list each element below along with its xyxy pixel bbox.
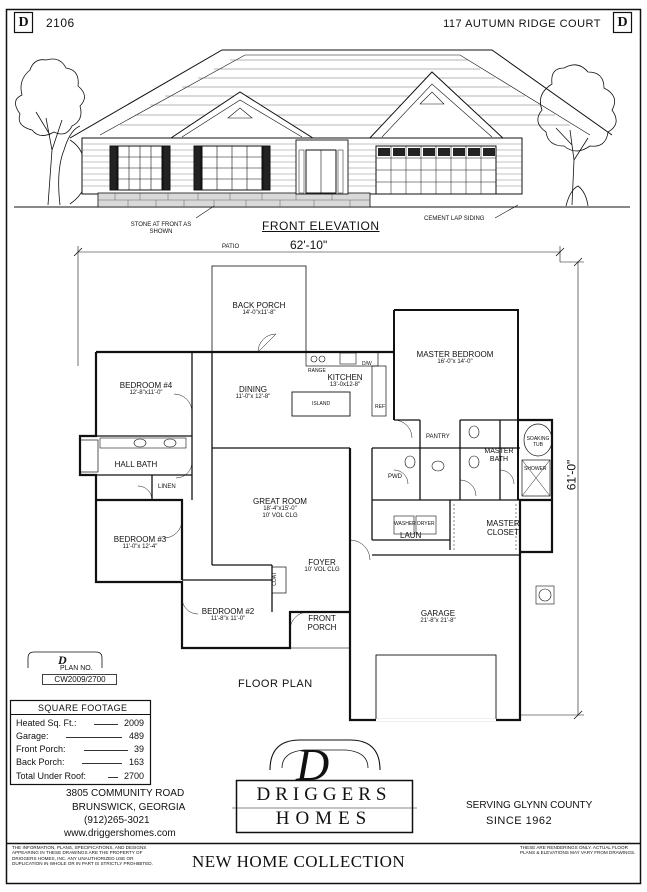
washer-dryer-label: WASHER DRYER	[394, 521, 435, 527]
room-great-room: GREAT ROOM 18'-4"x15'-0" 10' VOL CLG	[230, 497, 330, 520]
disclaimer-right: THESE ARE RENDERINGS ONLY. ACTUAL FLOOR …	[520, 845, 636, 856]
ref-label: REF	[375, 404, 385, 410]
brand-name: DRIGGERS	[256, 784, 392, 805]
dw-label: D/W	[362, 361, 372, 367]
room-back-porch-name: BACK PORCH	[232, 301, 286, 310]
room-great-room-dim: 18'-4"x15'-0"	[263, 506, 297, 512]
brand-monogram: D	[296, 739, 330, 790]
room-dining-dim: 11'-0"x 12'-8"	[235, 394, 271, 400]
room-front-porch: FRONT PORCH	[307, 614, 337, 632]
plan-badge-label: PLAN NO.	[60, 665, 93, 672]
since-year: SINCE 1962	[486, 815, 553, 827]
shower-label: SHOWER	[524, 466, 547, 472]
room-kitchen-dim: 13'-0x12-8"	[329, 382, 361, 388]
width-dimension: 62'-10"	[290, 238, 328, 252]
room-master-bedroom-name: MASTER BEDROOM	[416, 350, 494, 359]
plan-badge-logo: D	[58, 653, 67, 667]
room-bedroom4: BEDROOM #4 12'-8"x11'-0"	[104, 381, 188, 397]
sqft-value: 489	[128, 731, 144, 741]
serving-county: SERVING GLYNN COUNTY	[466, 800, 593, 811]
property-address: 117 AUTUMN RIDGE COURT	[443, 18, 601, 30]
collection-title: NEW HOME COLLECTION	[192, 852, 406, 871]
room-master-bedroom: MASTER BEDROOM 16'-0"x 14'-0"	[416, 350, 494, 366]
room-bedroom4-dim: 12'-8"x11'-0"	[129, 390, 163, 396]
room-foyer-clg: 10' VOL CLG	[304, 567, 340, 573]
sqft-label: Garage:	[16, 731, 49, 741]
room-bedroom3: BEDROOM #3 11'-0"x 12'-4"	[102, 535, 178, 551]
disclaimer-left: THE INFORMATION, PLANS, SPECIFICATIONS, …	[12, 845, 153, 867]
front-elevation-drawing	[14, 49, 630, 219]
sqft-row-front-porch: Front Porch: 39	[16, 744, 144, 755]
sqft-row-total: Total Under Roof: 2700	[16, 771, 144, 782]
room-bedroom3-dim: 11'-0"x 12'-4"	[122, 544, 158, 550]
room-back-porch-dim: 14'-0"x11'-8"	[242, 310, 276, 316]
depth-dimension: 61'-0"	[564, 459, 579, 491]
room-great-room-clg: 10' VOL CLG	[262, 513, 298, 519]
room-kitchen-name: KITCHEN	[327, 373, 363, 382]
room-pantry: PANTRY	[426, 434, 450, 440]
sqft-value: 2009	[123, 718, 144, 728]
sqft-label: Heated Sq. Ft.:	[16, 718, 77, 728]
room-pwd: PWD	[388, 474, 402, 480]
logo-letter-right: D	[617, 15, 628, 30]
elevation-title: FRONT ELEVATION	[262, 219, 380, 233]
room-soaking-tub: SOAKING TUB	[526, 436, 550, 448]
range-label: RANGE	[308, 368, 326, 374]
plan-badge-code: CW2009/2700	[54, 675, 106, 684]
sqft-row-heated: Heated Sq. Ft.: 2009	[16, 718, 144, 729]
room-master-bedroom-dim: 16'-0"x 14'-0"	[437, 359, 473, 365]
logo-letter-left: D	[18, 15, 29, 30]
company-address-line1: 3805 COMMUNITY ROAD	[66, 788, 185, 799]
square-footage-title: SQUARE FOOTAGE	[38, 703, 128, 713]
sqft-value: 163	[128, 757, 144, 767]
room-foyer-name: FOYER	[308, 558, 336, 567]
sqft-value: 39	[133, 744, 144, 754]
room-garage-dim: 21'-8"x 21'-8"	[420, 618, 456, 624]
company-phone: (912)265-3021	[84, 815, 150, 826]
sqft-label: Total Under Roof:	[16, 771, 87, 781]
floor-plan-drawing	[73, 246, 584, 722]
note-stone: STONE AT FRONT AS SHOWN	[130, 222, 192, 235]
sqft-row-back-porch: Back Porch: 163	[16, 757, 144, 768]
company-address-line2: BRUNSWICK, GEORGIA	[72, 802, 186, 813]
room-linen: LINEN	[158, 484, 176, 490]
room-garage-name: GARAGE	[420, 609, 456, 618]
room-bedroom2: BEDROOM #2 11'-8"x 11'-0"	[190, 607, 266, 623]
room-back-porch: BACK PORCH 14'-0"x11'-8"	[218, 301, 300, 317]
coat-label: COAT	[271, 572, 278, 586]
room-dining-name: DINING	[239, 385, 267, 394]
sqft-value: 2700	[123, 771, 144, 781]
room-bedroom2-dim: 11'-8"x 11'-0"	[210, 616, 246, 622]
room-kitchen: KITCHEN 13'-0x12-8"	[314, 373, 376, 389]
room-bedroom3-name: BEDROOM #3	[113, 535, 167, 544]
logo-mark-right: D	[613, 12, 632, 33]
sqft-label: Front Porch:	[16, 744, 66, 754]
sqft-row-garage: Garage: 489	[16, 731, 144, 742]
note-siding: CEMENT LAP SIDING	[424, 216, 485, 222]
room-master-bath: MASTER BATH	[484, 448, 514, 463]
floor-plan-title: FLOOR PLAN	[238, 678, 313, 690]
room-laundry: LAUN	[400, 531, 422, 540]
room-bedroom4-name: BEDROOM #4	[119, 381, 173, 390]
room-hall-bath: HALL BATH	[114, 460, 158, 469]
room-garage: GARAGE 21'-8"x 21'-8"	[400, 609, 476, 625]
patio-label: PATIO	[222, 244, 240, 250]
island-label: ISLAND	[312, 401, 331, 407]
room-great-room-name: GREAT ROOM	[253, 497, 307, 506]
room-foyer: FOYER 10' VOL CLG	[292, 558, 352, 574]
room-bedroom2-name: BEDROOM #2	[201, 607, 255, 616]
sqft-label: Back Porch:	[16, 757, 65, 767]
logo-mark-left: D	[14, 12, 33, 33]
room-dining: DINING 11'-0"x 12'-8"	[218, 385, 288, 401]
room-master-closet: MASTER CLOSET	[486, 519, 520, 537]
plan-number: 2106	[46, 16, 75, 30]
brand-homes: HOMES	[275, 808, 373, 829]
company-website: www.driggershomes.com	[64, 828, 176, 839]
